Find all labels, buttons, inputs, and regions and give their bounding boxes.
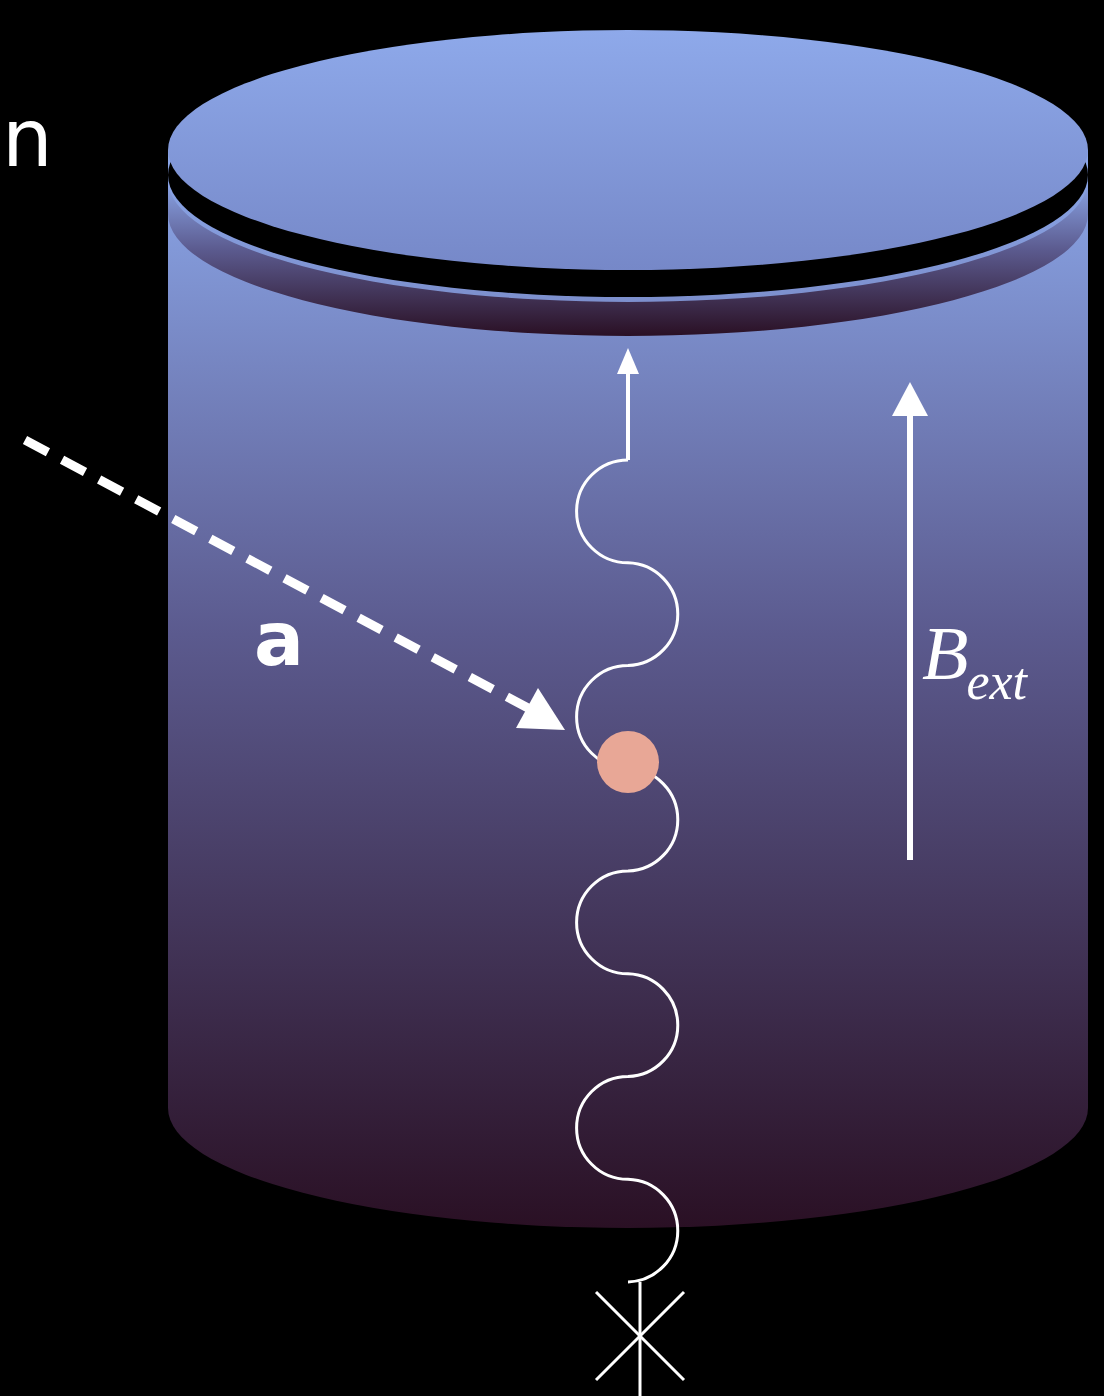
cylinder-lid [168,30,1088,270]
field-arrow [907,410,913,860]
cut-text: n [2,92,53,185]
cylinder-body [168,150,1088,1228]
axion-line [25,440,528,708]
photon-arrow [626,370,630,460]
field-label: B [922,610,968,697]
field-subscript: ext [966,652,1027,711]
axion-label: a [254,596,304,682]
arrow-head [516,688,565,730]
cross-mark [596,1292,684,1380]
photon-line [577,460,678,1282]
interaction-dot [597,731,659,793]
arrow-head [892,382,928,416]
cross-mark [596,1292,684,1380]
arrow-head [617,348,639,374]
